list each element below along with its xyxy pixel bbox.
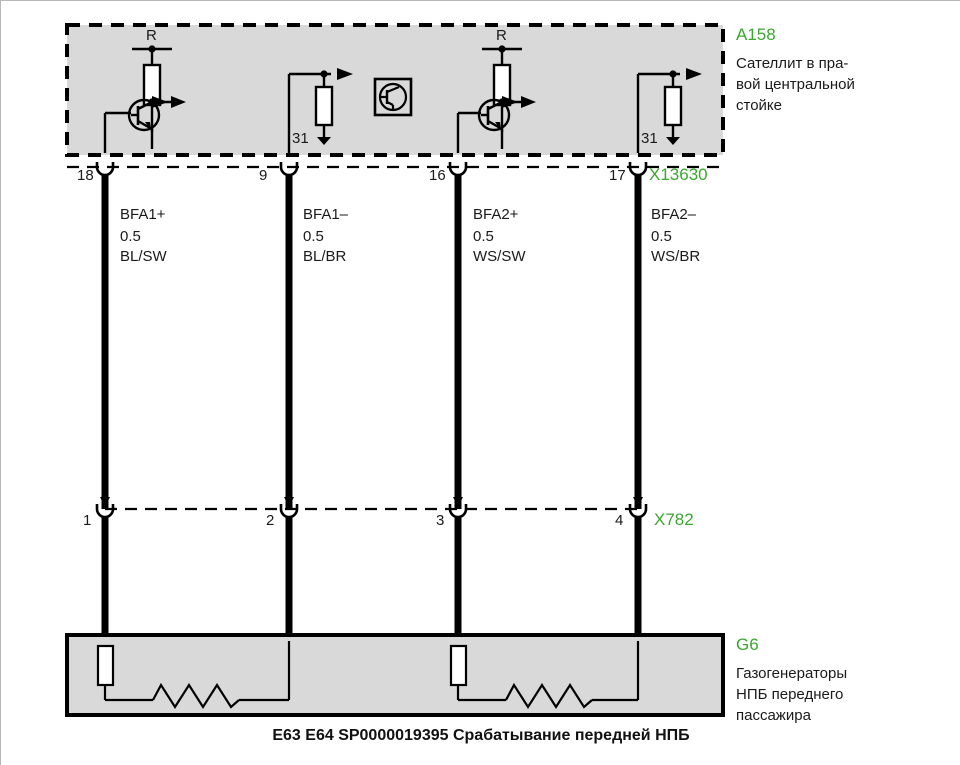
resistor-gnd-2 bbox=[663, 85, 683, 127]
junction-dot-1b bbox=[148, 98, 156, 106]
connector-id-x13630: X13630 bbox=[649, 165, 708, 184]
output-arrowhead-1 bbox=[171, 96, 186, 108]
socket-cup-2 bbox=[279, 504, 299, 519]
gnd2-arrowhead bbox=[686, 68, 702, 80]
socket-cup-9 bbox=[279, 162, 299, 177]
pin-arrow-2 bbox=[284, 497, 294, 507]
squib-circuit-1 bbox=[96, 641, 291, 710]
wire-color-3: WS/SW bbox=[473, 248, 526, 265]
pin-arrow-3 bbox=[453, 497, 463, 507]
junction-dot-gnd1 bbox=[320, 70, 328, 78]
squib-circuit-2 bbox=[449, 641, 640, 710]
component-id-a158: A158 bbox=[736, 25, 776, 44]
squib-element-2 bbox=[505, 682, 593, 710]
component-desc-g6-line1: Газогенераторы bbox=[736, 665, 848, 682]
component-desc-a158-line1: Сателлит в пра- bbox=[736, 55, 849, 72]
wire-name-4: BFA2– bbox=[651, 206, 697, 223]
output-arrowhead-2 bbox=[521, 96, 536, 108]
pin-number-9: 9 bbox=[259, 167, 268, 184]
junction-dot-2a bbox=[498, 45, 506, 53]
wire-gauge-1: 0.5 bbox=[120, 228, 141, 245]
socket-cup-16 bbox=[448, 162, 468, 177]
wire-gauge-2: 0.5 bbox=[303, 228, 324, 245]
module-g6-outline bbox=[65, 633, 725, 717]
gnd1-arrowhead bbox=[337, 68, 353, 80]
supply-label-2: R bbox=[496, 27, 507, 44]
socket-cup-18 bbox=[95, 162, 115, 177]
transistor-circuit-2 bbox=[456, 47, 526, 153]
connector-pin-16 bbox=[448, 162, 468, 509]
junction-dot-1a bbox=[148, 45, 156, 53]
component-desc-a158-line2: вой центральной bbox=[736, 76, 855, 93]
socket-cup-3 bbox=[448, 504, 468, 519]
pin-number-3: 3 bbox=[436, 512, 445, 529]
squib-element-1 bbox=[152, 682, 240, 710]
pin-number-1: 1 bbox=[83, 512, 92, 529]
component-id-g6: G6 bbox=[736, 635, 759, 654]
component-desc-g6-line2: НПБ переднего bbox=[736, 686, 844, 703]
transistor-body-1 bbox=[127, 98, 161, 132]
transistor-icon-box bbox=[373, 77, 413, 117]
supply-label-1: R bbox=[146, 27, 157, 44]
icon-collector bbox=[386, 85, 400, 94]
ground-symbol-2 bbox=[666, 137, 680, 145]
socket-cup-1 bbox=[95, 504, 115, 519]
pin-number-4: 4 bbox=[615, 512, 624, 529]
connector-id-x782: X782 bbox=[654, 510, 694, 529]
wire-name-2: BFA1– bbox=[303, 206, 349, 223]
wire-color-2: BL/BR bbox=[303, 248, 347, 265]
junction-dot-2b bbox=[498, 98, 506, 106]
wire-color-1: BL/SW bbox=[120, 248, 167, 265]
pin-number-18: 18 bbox=[77, 167, 94, 184]
pin-arrow-1 bbox=[100, 497, 110, 507]
icon-emitter bbox=[386, 101, 394, 106]
socket-cup-4 bbox=[628, 504, 648, 519]
wire-name-1: BFA1+ bbox=[120, 206, 166, 223]
connector-pin-17 bbox=[628, 162, 648, 509]
diagram-caption: E63 E64 SP0000019395 Срабатывание передн… bbox=[272, 727, 690, 744]
pin-number-17: 17 bbox=[609, 167, 626, 184]
wire-gauge-3: 0.5 bbox=[473, 228, 494, 245]
resistor-gnd-1 bbox=[314, 85, 334, 127]
component-desc-a158-line3: стойке bbox=[736, 97, 782, 114]
component-desc-g6-line3: пассажира bbox=[736, 707, 811, 724]
ground-symbol-1 bbox=[317, 137, 331, 145]
ground-label-1: 31 bbox=[292, 130, 309, 147]
wire-name-3: BFA2+ bbox=[473, 206, 519, 223]
transistor-body-2 bbox=[477, 98, 511, 132]
junction-dot-gnd2 bbox=[669, 70, 677, 78]
wire-color-4: WS/BR bbox=[651, 248, 701, 265]
output-arrow-1 bbox=[152, 96, 168, 108]
squib-resistor-2 bbox=[449, 644, 468, 687]
pin-arrow-4 bbox=[633, 497, 643, 507]
output-arrow-2 bbox=[502, 96, 518, 108]
connector-pin-9 bbox=[279, 162, 299, 509]
wire-gauge-4: 0.5 bbox=[651, 228, 672, 245]
emitter-arrow-2 bbox=[495, 122, 501, 130]
connector-pin-18 bbox=[95, 162, 115, 509]
emitter-arrow-1 bbox=[145, 122, 151, 130]
squib-resistor-1 bbox=[96, 644, 115, 687]
socket-cup-17 bbox=[628, 162, 648, 177]
pin-number-2: 2 bbox=[266, 512, 275, 529]
ground-label-2: 31 bbox=[641, 130, 658, 147]
pin-number-16: 16 bbox=[429, 167, 446, 184]
